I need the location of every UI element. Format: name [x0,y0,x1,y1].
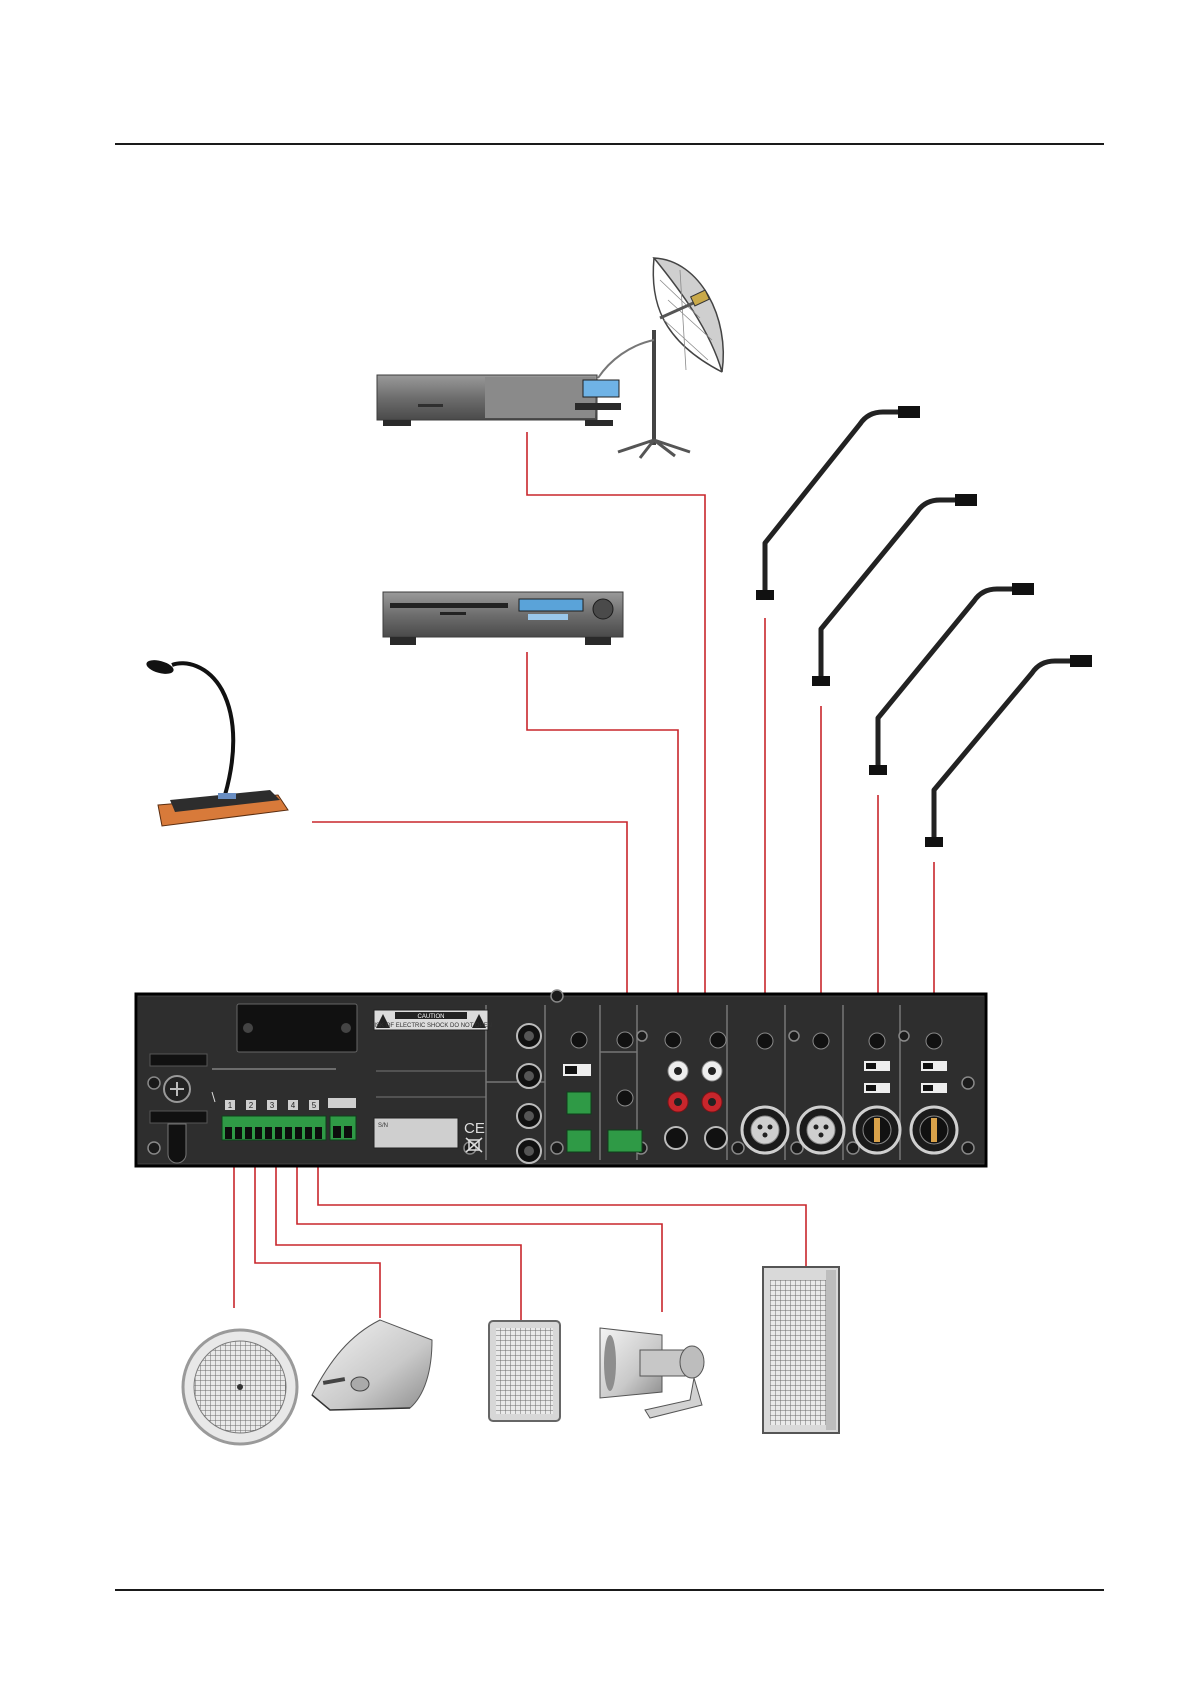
mic-capsule-icon [1012,583,1034,595]
mic-base-icon [925,837,943,847]
caution-title: CAUTION [418,1014,445,1020]
weee-bin-icon [466,1138,482,1152]
serial-label: S/N [378,1123,388,1129]
zone-number: 2 [249,1101,254,1110]
trim-knob-icon [710,1032,726,1048]
gooseneck-microphone-1 [756,406,920,600]
terminal-screw-icon [235,1127,242,1139]
terminal-screw-icon [285,1127,292,1139]
caution-subtext: RISK OF ELECTRIC SHOCK DO NOT OPEN [370,1023,492,1029]
ce-mark: CE [464,1120,485,1137]
terminal-screw-icon [255,1127,262,1139]
satellite-receiver [377,375,621,426]
gain-knob-icon [757,1033,773,1049]
display-icon [519,599,583,611]
screw-icon [243,1023,253,1033]
screw-icon [732,1142,744,1154]
screw-icon [962,1142,974,1154]
terminal-screw-icon [225,1127,232,1139]
zone-number: 4 [291,1101,296,1110]
trim-knob-icon [665,1032,681,1048]
paging-microphone [145,658,288,826]
screw-icon [341,1023,351,1033]
terminal-screw-icon [305,1127,312,1139]
gooseneck-microphone-4 [925,655,1092,847]
ceiling-speaker [183,1330,297,1444]
terminal-screw-icon [275,1127,282,1139]
horn-speaker [600,1328,704,1418]
trim-knob-icon [617,1090,633,1106]
satellite-dish [598,258,723,458]
flush-wall-speaker [489,1321,560,1421]
screw-icon [899,1031,909,1041]
column-speaker [763,1267,839,1433]
cd-player [383,592,623,645]
gain-knob-icon [926,1033,942,1049]
screw-icon [148,1142,160,1154]
zone-number: 3 [270,1101,275,1110]
screw-icon [637,1031,647,1041]
display-icon [583,380,619,397]
volume-knob-icon [593,599,613,619]
mic-capsule-icon [1070,655,1092,667]
caution-label: CAUTION RISK OF ELECTRIC SHOCK DO NOT OP… [370,1010,492,1030]
zone-number: 1 [228,1101,233,1110]
screw-icon [962,1077,974,1089]
screw-icon [148,1077,160,1089]
terminal-screw-icon [315,1127,322,1139]
screw-icon [551,1142,563,1154]
mic-capsule-icon [955,494,977,506]
mic-capsule-icon [898,406,920,418]
trim-knob-icon [571,1032,587,1048]
screw-icon [551,990,563,1002]
terminal-screw-icon [245,1127,252,1139]
terminal-screw-icon [265,1127,272,1139]
trim-knob-icon [617,1032,633,1048]
gooseneck-microphone-3 [869,583,1034,775]
mic-base-icon [869,765,887,775]
gooseneck-microphone-2 [812,494,977,686]
terminal-screw-icon [295,1127,302,1139]
gain-knob-icon [869,1033,885,1049]
mixer-amplifier-rear-panel: CAUTION RISK OF ELECTRIC SHOCK DO NOT OP… [136,990,986,1166]
mic-base-icon [812,676,830,686]
power-inlet-icon [168,1124,186,1163]
wall-cabinet-speaker [312,1320,432,1410]
screw-icon [789,1031,799,1041]
mic-base-icon [756,590,774,600]
zone-number: 5 [312,1101,317,1110]
gain-knob-icon [813,1033,829,1049]
